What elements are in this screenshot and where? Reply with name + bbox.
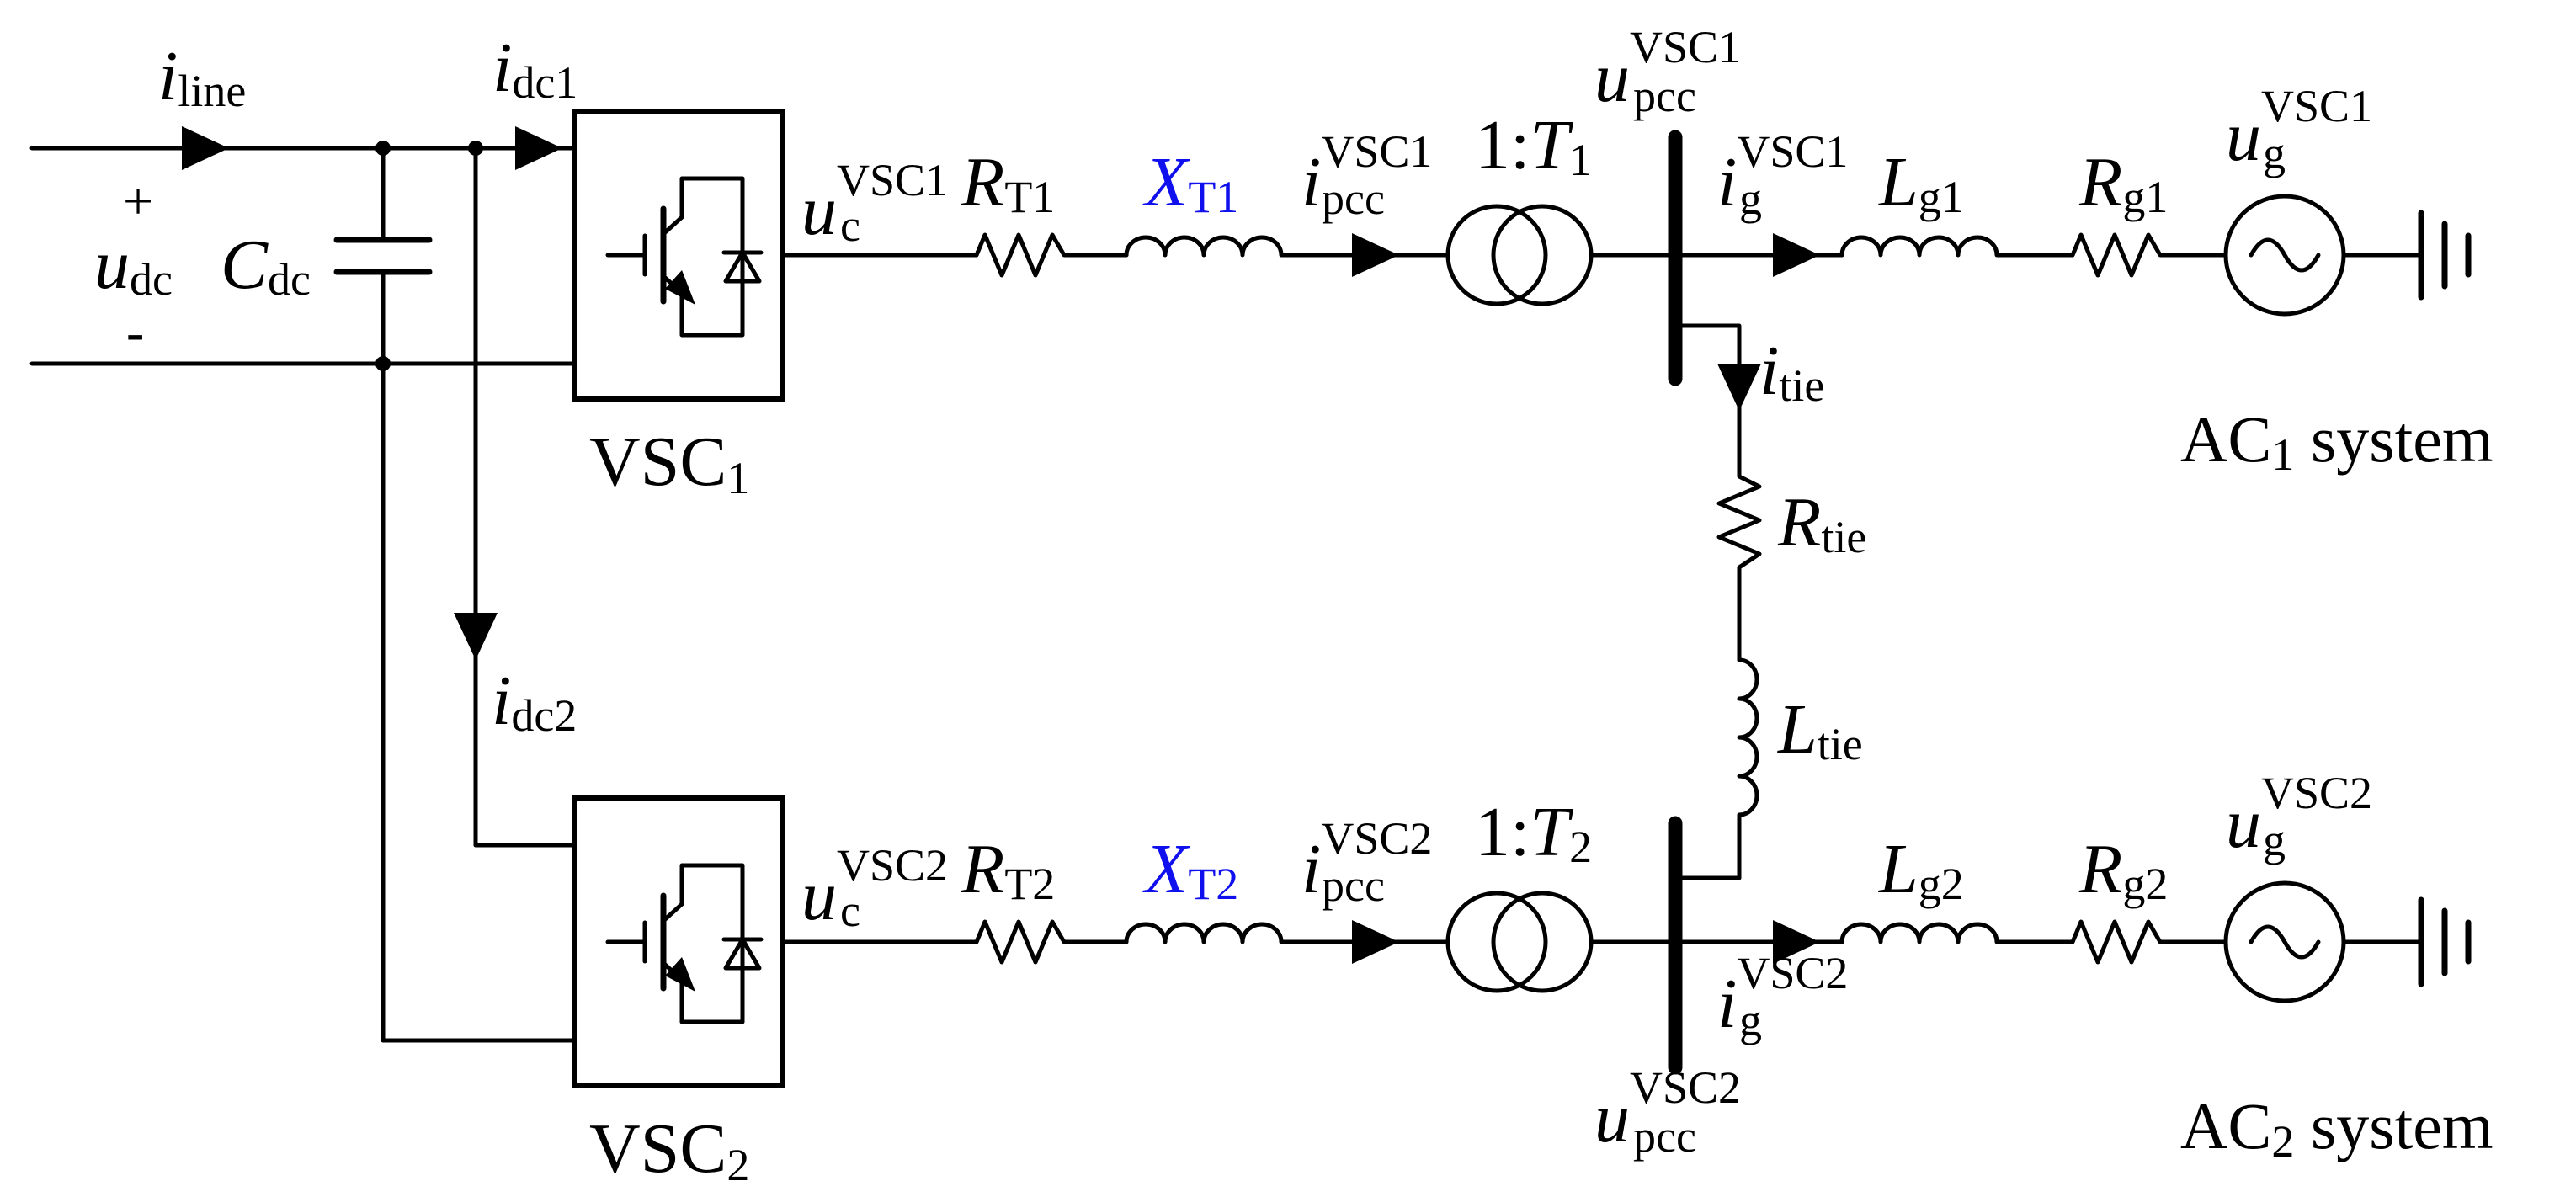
dc2-current-arrow (454, 613, 498, 660)
label-vsc2: VSC2 (589, 1109, 749, 1190)
diode-icon (721, 218, 764, 294)
label-ac1-system: AC1 system (2180, 402, 2494, 480)
label-rg2: Rg2 (2078, 830, 2168, 909)
label-ug-vsc2-sub: g (2263, 815, 2286, 865)
label-upcc-vsc2: uVSC2 (1594, 1062, 1741, 1157)
resistor-rtie (1716, 464, 1762, 662)
label-vsc1: VSC1 (589, 423, 749, 503)
label-xt1: XT1 (1142, 143, 1238, 222)
vsc2-ac-branch (780, 816, 2472, 1075)
label-uc-vsc2-sub: c (840, 886, 860, 936)
label-ig-vsc2: iVSC2 (1717, 948, 1848, 1043)
inductor-ltie (1673, 657, 1759, 880)
label-u-dc: udc (94, 226, 173, 305)
vsc1-box (572, 109, 785, 402)
label-ipcc-vsc2: iVSC2 (1301, 813, 1432, 908)
label-l-tie: Ltie (1777, 690, 1863, 769)
inductor-xt2 (1124, 922, 1450, 944)
label-plus: + (123, 171, 153, 231)
resistor-rt2 (955, 919, 1129, 965)
ig2-arrow (1773, 920, 1820, 964)
label-ipcc-vsc2-sub: pcc (1322, 860, 1385, 911)
line-current-arrow (182, 126, 229, 170)
label-uc-vsc2: uVSC2 (801, 840, 948, 935)
vsc2-box (572, 795, 785, 1088)
label-upcc-vsc1-sub: pcc (1633, 71, 1696, 121)
label-i-tie: itie (1759, 332, 1824, 411)
label-uc-vsc1: uVSC1 (801, 155, 948, 250)
sine-icon (2249, 924, 2321, 960)
vsc1-converter (572, 109, 785, 402)
label-transformer2: 1:T2 (1475, 793, 1592, 872)
vsc2-converter (572, 795, 785, 1088)
ig1-arrow (1773, 233, 1820, 277)
junction-dot (468, 141, 483, 156)
label-upcc-vsc1: uVSC1 (1594, 22, 1741, 117)
junction-dot (375, 356, 391, 371)
transformer1-coil-b (1491, 204, 1594, 306)
label-lg1: Lg1 (1878, 143, 1964, 222)
vsc1-ac-branch (780, 130, 2472, 386)
igbt-icon (605, 176, 745, 338)
label-transformer1: 1:T1 (1475, 106, 1592, 185)
ipcc1-arrow (1352, 233, 1399, 277)
igbt-icon (605, 863, 745, 1024)
transformer2-coil-a (1445, 891, 1548, 993)
diode-icon (721, 905, 764, 981)
sine-icon (2249, 237, 2321, 273)
label-i-dc1: idc1 (492, 29, 577, 108)
label-r-tie: Rtie (1777, 483, 1866, 562)
label-ug-vsc1: uVSC1 (2226, 81, 2372, 176)
label-ig-vsc2-sub: g (1739, 995, 1762, 1045)
tie-current-arrow (1717, 364, 1761, 411)
resistor-rg2 (2060, 919, 2228, 965)
label-upcc-vsc2-sub: pcc (1633, 1111, 1696, 1162)
label-ipcc-vsc1-sub: pcc (1322, 173, 1385, 224)
inductor-lg1 (1839, 235, 2065, 258)
label-ipcc-vsc1: iVSC1 (1301, 126, 1432, 221)
label-lg2: Lg2 (1878, 830, 1964, 909)
label-c-dc: Cdc (221, 226, 311, 305)
inductor-xt1 (1124, 235, 1450, 258)
dc-side (29, 126, 577, 1043)
ground-icon (2418, 896, 2472, 987)
ground-icon (2418, 210, 2472, 301)
label-xt2: XT2 (1142, 830, 1238, 909)
label-ug-vsc1-sub: g (2263, 128, 2286, 178)
junction-dot (375, 141, 391, 156)
resistor-rg1 (2060, 232, 2228, 278)
label-rg1: Rg1 (2078, 143, 2168, 222)
label-rt1: RT1 (961, 143, 1055, 222)
tie-line (1673, 323, 1762, 880)
dc1-current-arrow (515, 126, 562, 170)
label-rt2: RT2 (961, 830, 1055, 909)
label-i-line: iline (158, 37, 246, 116)
transformer2-coil-b (1491, 891, 1594, 993)
label-ac2-system: AC2 system (2180, 1089, 2494, 1167)
label-minus: - (126, 302, 144, 362)
ipcc2-arrow (1352, 920, 1399, 964)
transformer1-coil-a (1445, 204, 1548, 306)
label-ig-vsc1-sub: g (1739, 173, 1762, 224)
label-i-dc2: idc2 (492, 662, 577, 741)
resistor-rt1 (955, 232, 1129, 278)
inductor-lg2 (1839, 922, 2065, 944)
label-ug-vsc2: uVSC2 (2226, 768, 2372, 863)
label-ig-vsc1: iVSC1 (1717, 126, 1848, 221)
label-uc-vsc1-sub: c (840, 200, 860, 251)
